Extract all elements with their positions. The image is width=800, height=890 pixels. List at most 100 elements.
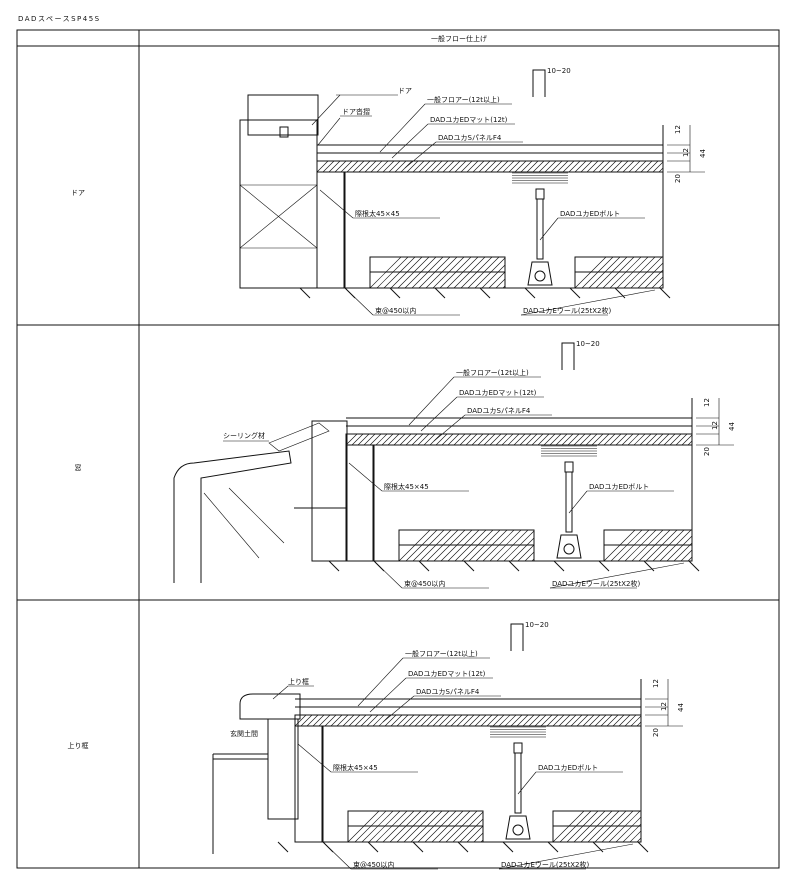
callout-bolt: DADユカEDボルト	[538, 764, 598, 772]
leader-line	[391, 123, 429, 159]
callout-panel: DADユカSパネルF4	[467, 407, 531, 415]
dimension-d3: 44	[728, 422, 736, 431]
ground-hatch	[508, 560, 520, 572]
leader-line	[379, 103, 426, 153]
sheet-title: DADスペースSP45S	[18, 15, 101, 23]
leader-line	[549, 562, 685, 589]
ground-hatch	[547, 841, 559, 853]
ground-hatch	[569, 287, 581, 299]
detail-step: 上り框 玄関土間 10~20 一般フロアー(12t以上) DADユカEDマット(12…	[212, 621, 685, 870]
leader-line	[348, 462, 383, 492]
dimension-d2: 12	[660, 702, 668, 711]
ground-hatch	[592, 841, 604, 853]
table-grid	[16, 29, 780, 869]
gap-bracket	[532, 69, 546, 97]
ground-hatch	[598, 560, 610, 572]
leader-line	[539, 217, 559, 241]
ground-hatch	[553, 560, 565, 572]
gap-bracket	[561, 342, 575, 370]
callout-bolt: DADユカEDボルト	[560, 210, 620, 218]
ground-hatch	[277, 841, 289, 853]
callout-spacing: 束@450以内	[353, 860, 394, 869]
callout-spacing: 束@450以内	[375, 306, 416, 315]
panel	[345, 433, 693, 446]
callout-sealant: シーリング材	[223, 431, 265, 440]
callout-flooring: 一般フロアー(12t以上)	[405, 649, 478, 658]
leader-line	[344, 287, 374, 316]
ground-hatch	[524, 287, 536, 299]
ground-hatch	[418, 560, 430, 572]
gap-label: 10~20	[547, 67, 571, 75]
step-frame	[212, 685, 314, 854]
ground-hatch	[479, 287, 491, 299]
callout-door: ドア	[398, 87, 412, 95]
callout-door-sill: ドア沓摺	[342, 107, 370, 116]
dimension-d1: 12	[652, 679, 660, 688]
ground-hatch	[328, 560, 340, 572]
row-label-step: 上り框	[68, 741, 89, 750]
ground-hatch	[434, 287, 446, 299]
ground-hatch	[614, 287, 626, 299]
callout-panel: DADユカSパネルF4	[438, 134, 502, 142]
leader-line	[322, 841, 352, 870]
callout-spacing: 束@450以内	[404, 579, 445, 588]
row-label-window: 窓	[75, 463, 82, 472]
gap-label: 10~20	[576, 340, 600, 348]
gap-label: 10~20	[525, 621, 549, 629]
callout-wool: DADユカEウール(25tX2枚)	[501, 860, 590, 869]
edge-joist	[316, 171, 345, 289]
leader-line	[498, 843, 634, 870]
ground-hatch	[412, 841, 424, 853]
dimension-d1: 12	[674, 125, 682, 134]
leader-line	[369, 677, 407, 713]
leader-line	[408, 376, 455, 426]
leader-line	[517, 771, 537, 795]
callout-wool: DADユカEウール(25tX2枚)	[552, 579, 641, 588]
ground-hatch	[457, 841, 469, 853]
ground-hatch	[299, 287, 311, 299]
callout-bolt: DADユカEDボルト	[589, 483, 649, 491]
callout-joist: 際根太45×45	[355, 209, 400, 218]
callout-flooring: 一般フロアー(12t以上)	[456, 368, 529, 377]
dimension-d2: 12	[682, 148, 690, 157]
callout-mat: DADユカEDマット(12t)	[459, 389, 537, 397]
column-header: 一般フロー仕上げ	[431, 34, 487, 43]
callout-mat: DADユカEDマット(12t)	[408, 670, 486, 678]
dimension-d4: 20	[652, 728, 660, 737]
ground-hatch	[502, 841, 514, 853]
ground-hatch	[688, 560, 700, 572]
callout-entrance-floor: 玄関土間	[230, 729, 258, 738]
ground-hatch	[367, 841, 379, 853]
ground-hatch	[463, 560, 475, 572]
panel	[316, 160, 664, 173]
callout-step-frame: 上り框	[288, 677, 309, 686]
leader-line	[357, 657, 404, 707]
pedestal	[490, 726, 546, 840]
leader-line	[433, 414, 466, 442]
callout-flooring: 一般フロアー(12t以上)	[427, 95, 500, 104]
leader-line	[520, 289, 656, 316]
callout-wool: DADユカEウール(25tX2枚)	[523, 306, 612, 315]
gap-bracket	[510, 623, 524, 651]
ground-hatch	[659, 287, 671, 299]
ground-hatch	[389, 287, 401, 299]
callout-mat: DADユカEDマット(12t)	[430, 116, 508, 124]
leader-line	[297, 743, 332, 773]
window-frame	[173, 420, 348, 583]
leader-line	[319, 189, 354, 219]
ground-hatch	[643, 560, 655, 572]
dimension-d2: 12	[711, 421, 719, 430]
dimension-d4: 20	[703, 447, 711, 456]
callout-joist: 際根太45×45	[384, 482, 429, 491]
dimension-d3: 44	[677, 703, 685, 712]
leader-line	[382, 695, 415, 723]
callout-panel: DADユカSパネルF4	[416, 688, 480, 696]
row-label-door: ドア	[71, 189, 85, 197]
dimension-d1: 12	[703, 398, 711, 407]
leader-line	[373, 560, 403, 589]
leader-line	[404, 141, 437, 169]
detail-window: シーリング材 10~20 一般フロアー(12t以上) DADユカEDマット(12t)…	[173, 340, 736, 589]
edge-joist	[294, 725, 323, 843]
dimension-d3: 44	[699, 149, 707, 158]
